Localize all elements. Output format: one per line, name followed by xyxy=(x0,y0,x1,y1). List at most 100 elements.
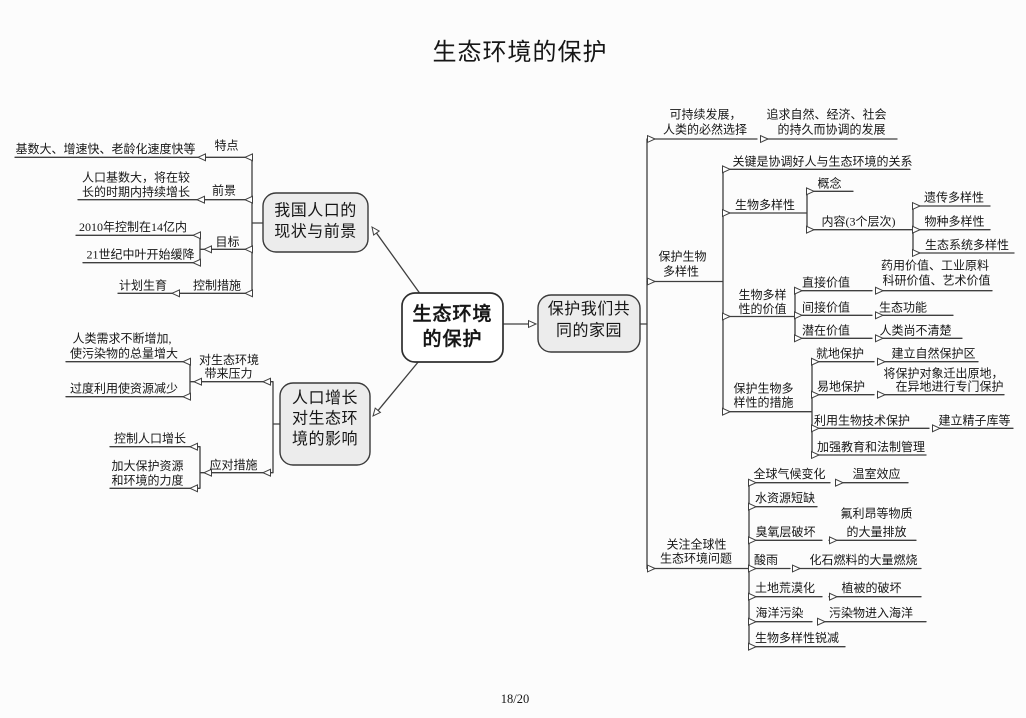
goal-detail-1: 2010年控制在14亿内 xyxy=(79,219,187,234)
junction-arrow xyxy=(189,442,198,451)
features-detail: 基数大、增速快、老龄化速度快等 xyxy=(15,141,195,156)
acid-rain-detail: 化石燃料的大量燃烧 xyxy=(809,552,917,567)
junction-arrow xyxy=(197,153,206,162)
pressure-label-line1: 对生态环境 xyxy=(199,352,259,367)
connector-center-edges xyxy=(374,230,648,414)
prospect-detail-line1: 人口基数大，将在较 xyxy=(82,170,190,185)
biotech-protection-detail: 建立精子库等 xyxy=(938,412,1010,427)
junction-arrow xyxy=(528,320,537,328)
junction-arrow xyxy=(722,407,731,416)
junction-arrow xyxy=(829,536,838,545)
junction-arrow xyxy=(875,286,884,295)
junction-arrow xyxy=(877,390,886,399)
prospect-detail-line2: 长的时期内持续增长 xyxy=(82,184,190,199)
node-box-root xyxy=(401,292,504,363)
junction-arrow xyxy=(794,334,803,343)
water-shortage: 水资源短缺 xyxy=(755,490,815,505)
ex-situ-protection-detail-line1: 将保护对象迁出原地， xyxy=(883,367,1003,381)
biodiversity-key: 关键是协调好人与生态环境的关系 xyxy=(732,153,912,168)
junction-arrow xyxy=(189,484,198,493)
response-detail-1: 控制人口增长 xyxy=(114,431,186,445)
prospect-label: 前景 xyxy=(212,183,236,198)
junction-arrow xyxy=(912,202,921,210)
indirect-value: 间接价值 xyxy=(802,299,850,314)
junction-arrow xyxy=(192,231,201,240)
ex-situ-protection-detail-line2: 在异地进行专门保护 xyxy=(895,379,1003,394)
biodiversity-concept: 概念 xyxy=(817,175,841,190)
connector-global-issues-branch xyxy=(646,482,927,648)
node-box-population-growth xyxy=(279,382,371,466)
connector-left-bottom-branch xyxy=(65,361,281,489)
measures-label-line2: 样性的措施 xyxy=(733,395,793,410)
response-detail-2-line2: 和环境的力度 xyxy=(111,473,183,488)
measures-label-line1: 保护生物多 xyxy=(733,382,793,396)
junction-arrow xyxy=(244,245,253,254)
junction-arrow xyxy=(171,289,180,298)
pressure-detail-2: 过度利用使资源减少 xyxy=(70,380,178,395)
direct-value-detail-line2: 科研价值、艺术价值 xyxy=(882,273,990,288)
genetic-diversity: 遗传多样性 xyxy=(924,190,984,205)
sustainable-label-line2: 人类的必然选择 xyxy=(663,122,747,137)
population-growth-node-line3: 境的影响 xyxy=(292,429,358,448)
junction-arrow xyxy=(182,392,191,401)
page-title: 生态环境的保护 xyxy=(433,39,608,66)
biodiversity-label-line2: 多样性 xyxy=(663,264,699,279)
junction-arrow xyxy=(647,135,656,143)
junction-arrow xyxy=(182,357,191,366)
value-label-line1: 生物多样 xyxy=(738,287,786,302)
junction-arrow xyxy=(806,225,815,234)
potential-value-detail: 人类尚不清楚 xyxy=(879,323,951,337)
global-issues-label-line1: 关注全球性 xyxy=(666,537,726,552)
node-box-protect-home xyxy=(537,294,641,353)
node-boxes xyxy=(262,192,641,466)
biodiversity-concept-group: 生物多样性 xyxy=(735,197,795,212)
junction-arrow xyxy=(244,195,253,204)
junction-arrow xyxy=(912,225,921,234)
junction-arrow xyxy=(794,286,803,295)
connector-right-trunk-and-top xyxy=(646,138,898,570)
climate-change: 全球气候变化 xyxy=(753,466,825,481)
ocean-pollution: 海洋污染 xyxy=(755,605,803,620)
junction-arrow xyxy=(829,592,838,601)
junction-arrow xyxy=(647,277,656,286)
junction-arrow xyxy=(760,135,769,143)
population-status-node-line2: 现状与前景 xyxy=(274,223,357,241)
root-node-line2: 的保护 xyxy=(422,327,482,350)
global-issues-label-line2: 生态环境问题 xyxy=(660,551,732,566)
direct-value-detail-line1: 药用价值、工业原料 xyxy=(881,258,989,273)
indirect-value-detail: 生态功能 xyxy=(879,300,927,314)
junction-arrow xyxy=(794,311,803,320)
junction-arrow xyxy=(262,468,271,477)
sustainable-detail-line2: 的持久而协调的发展 xyxy=(777,122,885,137)
direct-value: 直接价值 xyxy=(802,275,850,290)
value-label-line2: 性的价值 xyxy=(738,301,786,316)
goal-detail-2: 21世纪中叶开始缓降 xyxy=(86,247,194,262)
junction-arrow xyxy=(792,564,801,573)
ex-situ-protection: 易地保护 xyxy=(817,380,865,394)
response-detail-2-line1: 加大保护资源 xyxy=(111,459,183,473)
species-diversity: 物种多样性 xyxy=(924,214,984,229)
junction-arrow xyxy=(877,357,886,366)
potential-value: 潜在价值 xyxy=(802,322,850,337)
pressure-detail-1-line2: 使污染物的总量增大 xyxy=(70,345,178,360)
connectors xyxy=(14,138,1015,648)
junction-arrow xyxy=(722,165,731,174)
junction-arrow xyxy=(722,312,731,321)
ecosystem-diversity: 生态系统多样性 xyxy=(925,237,1009,252)
population-growth-node-line1: 人口增长 xyxy=(292,389,358,407)
in-situ-protection: 就地保护 xyxy=(816,347,864,361)
biodiversity-loss: 生物多样性锐减 xyxy=(755,630,839,645)
in-situ-protection-detail: 建立自然保护区 xyxy=(891,346,975,361)
biotech-protection: 利用生物技术保护 xyxy=(814,413,910,427)
ozone-depletion-detail-line1: 氟利昂等物质 xyxy=(840,507,912,521)
goal-label: 目标 xyxy=(215,235,239,249)
desertification-detail: 植被的破坏 xyxy=(841,580,901,595)
sustainable-detail-line1: 追求自然、经济、社会 xyxy=(766,107,886,122)
education-law: 加强教育和法制管理 xyxy=(817,439,925,454)
junction-arrow xyxy=(196,195,205,204)
junction-arrow xyxy=(203,245,212,254)
junction-arrow xyxy=(262,377,271,386)
ozone-depletion: 臭氧层破坏 xyxy=(755,524,815,539)
ozone-depletion-detail-line2: 的大量排放 xyxy=(846,524,906,539)
